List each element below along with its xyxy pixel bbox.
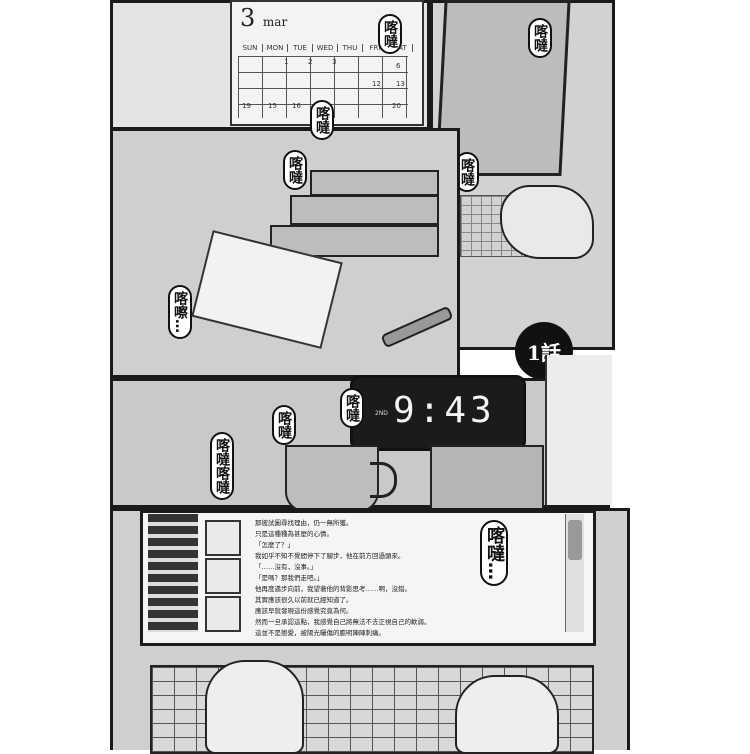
clock-time: 9:43 — [393, 390, 496, 431]
calendar-date: 13 — [396, 80, 405, 88]
document-line: 只是這種種為甚麼的心情。 — [255, 530, 333, 538]
sfx-bubble: 喀噠 — [283, 150, 307, 190]
sfx-bubble: 喀噠喀噠 — [210, 432, 234, 500]
book-stack — [270, 165, 440, 285]
calendar-date: 6 — [396, 62, 401, 70]
mug-handle — [370, 462, 397, 498]
sfx-bubble: 喀噠 — [340, 388, 364, 428]
calendar-date: 16 — [292, 102, 301, 110]
typing-hand — [500, 185, 594, 259]
document-line: 「怎麼了？」 — [255, 541, 294, 549]
book — [290, 195, 439, 225]
calendar-month: 3 mar — [240, 4, 288, 32]
sfx-bubble: 喀噠 — [378, 14, 402, 54]
film-frame — [205, 520, 241, 556]
clock-sub-label: 2ND — [375, 410, 388, 417]
document-line: 「是嗎？那我們走吧。」 — [255, 574, 324, 582]
document-line: 我如乎不知不覺間停下了腳步，他在前方回過頭來。 — [255, 552, 405, 560]
scroll-thumb[interactable] — [568, 520, 582, 560]
document-scrollbar[interactable] — [565, 514, 584, 632]
sfx-bubble: 喀噠 — [528, 18, 552, 58]
document-line: 其實應該很久以前就已經知道了。 — [255, 596, 353, 604]
side-strip — [545, 355, 612, 505]
book — [310, 170, 439, 196]
weekday: MON — [263, 44, 288, 52]
document-line: 然而一旦承認這點，我感覺自己將無法不去正視自己的軟弱。 — [255, 618, 431, 626]
film-frame — [205, 596, 241, 632]
calendar-date: 2 — [308, 58, 313, 66]
left-hand — [205, 660, 304, 754]
document-line: 應該早就發現這份感覺究竟為何。 — [255, 607, 353, 615]
calendar-date: 12 — [372, 80, 381, 88]
film-strip — [148, 514, 198, 632]
digital-clock: 9:43 2ND — [350, 375, 526, 451]
weekday: SUN — [238, 44, 263, 52]
document-line: 這並不是戀愛，被陽光曬傷的膽明陣陣刺痛。 — [255, 629, 385, 637]
film-frame — [205, 558, 241, 594]
calendar-date: 15 — [268, 102, 277, 110]
document-text[interactable]: 那彼試圖尋找理由，仍一無所獲。 只是這種種為甚麼的心情。 「怎麼了？」 我如乎不… — [255, 518, 545, 639]
calendar-date: 1 — [284, 58, 289, 66]
sfx-bubble: 喀噠… — [480, 520, 508, 586]
coffee-mug — [285, 445, 379, 512]
desk-drawer — [430, 445, 544, 511]
document-line: 他再度邁步向前，我望著他的背影思考……啊，沒錯。 — [255, 585, 411, 593]
weekday: THU — [338, 44, 363, 52]
document-line: 「……沒有，沒事。」 — [255, 563, 317, 571]
chapter-badge: 1話 — [515, 322, 573, 380]
sfx-bubble: 喀嚓… — [168, 285, 192, 339]
calendar-date: 19 — [242, 102, 251, 110]
weekday: TUE — [288, 44, 313, 52]
weekday: WED — [313, 44, 338, 52]
right-hand — [455, 675, 559, 754]
sfx-bubble: 喀噠 — [272, 405, 296, 445]
calendar-date: 20 — [392, 102, 401, 110]
document-line: 那彼試圖尋找理由，仍一無所獲。 — [255, 519, 353, 527]
calendar-date: 3 — [332, 58, 337, 66]
sfx-bubble: 喀噠 — [310, 100, 334, 140]
